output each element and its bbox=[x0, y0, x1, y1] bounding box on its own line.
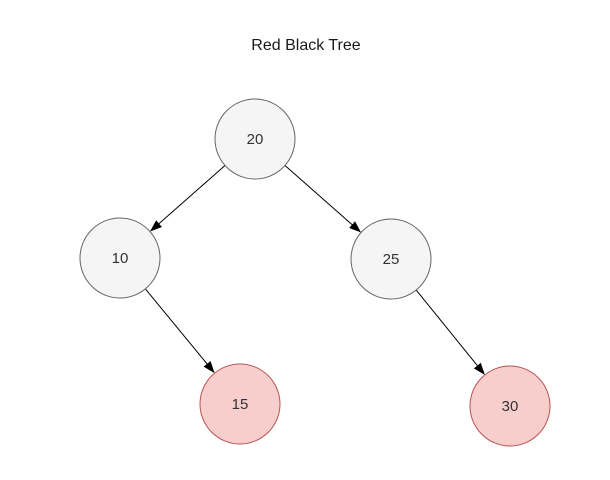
node-circle bbox=[199, 363, 281, 445]
node-label: 30 bbox=[502, 398, 519, 415]
node-label: 20 bbox=[247, 131, 264, 148]
edge-20-to-25 bbox=[284, 165, 362, 233]
node-label: 10 bbox=[112, 250, 129, 267]
node-circle bbox=[214, 98, 296, 180]
edge-20-to-10 bbox=[150, 165, 226, 232]
node-circle bbox=[350, 218, 432, 300]
edges-layer bbox=[145, 165, 485, 375]
node-circle bbox=[469, 365, 551, 447]
nodes-layer: 20 10 25 15 30 bbox=[79, 98, 551, 447]
tree-node-10: 10 bbox=[79, 217, 161, 299]
diagram-title: Red Black Tree bbox=[251, 37, 360, 54]
node-label: 15 bbox=[232, 396, 249, 413]
tree-node-25: 25 bbox=[350, 218, 432, 300]
tree-node-20: 20 bbox=[214, 98, 296, 180]
edge-25-to-30 bbox=[415, 289, 485, 375]
edge-10-to-15 bbox=[145, 288, 215, 374]
node-circle bbox=[79, 217, 161, 299]
tree-node-15: 15 bbox=[199, 363, 281, 445]
tree-node-30: 30 bbox=[469, 365, 551, 447]
node-label: 25 bbox=[383, 251, 400, 268]
